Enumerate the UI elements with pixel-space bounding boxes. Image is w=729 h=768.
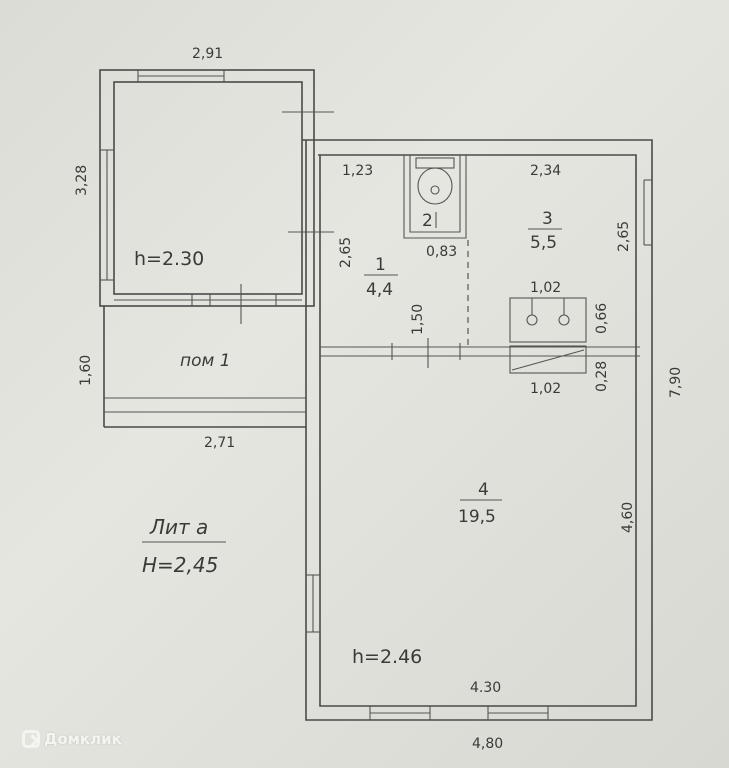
room-1-number: 1 <box>375 255 386 275</box>
veranda-walls <box>103 306 306 428</box>
dim-room3-side: 2,65 <box>616 221 632 252</box>
dim-room4-side: 4,60 <box>620 502 636 533</box>
room-1-label: 1 4,4 <box>364 255 398 300</box>
domclick-logo-icon <box>22 730 40 748</box>
dim-total-height: 7,90 <box>668 367 684 398</box>
room-2-number: 2 <box>422 211 433 231</box>
left-room-walls <box>99 69 334 324</box>
room-3-number: 3 <box>542 209 553 229</box>
lit-label: Лит а Н=2,45 <box>142 515 226 577</box>
dim-left-room-height: 3,28 <box>74 165 90 196</box>
left-room-height: h=2.30 <box>134 248 204 270</box>
dim-stove-side: 0,66 <box>594 303 610 334</box>
dim-top-left-width: 2,91 <box>192 46 223 62</box>
veranda-label: пом 1 <box>180 351 231 371</box>
dim-stove-gap: 0,28 <box>594 361 610 392</box>
dim-bathroom-width: 0,83 <box>426 244 457 260</box>
room-1-area: 4,4 <box>366 280 393 300</box>
room-4-number: 4 <box>478 480 489 500</box>
dim-veranda-height: 1,60 <box>78 355 94 386</box>
room-3-label: 3 5,5 <box>528 209 562 253</box>
room-4-label: 4 19,5 <box>458 480 502 527</box>
lit-height: Н=2,45 <box>142 553 218 577</box>
room4-height: h=2.46 <box>352 646 422 668</box>
dim-stove-top: 1,02 <box>530 280 561 296</box>
dim-total-width: 4,80 <box>472 736 503 752</box>
watermark-text: Домклик <box>44 730 122 748</box>
room-3-area: 5,5 <box>530 233 557 253</box>
dim-room1-top-width: 1,23 <box>342 163 373 179</box>
room-4-area: 19,5 <box>458 507 496 527</box>
dim-room3-top-width: 2,34 <box>530 163 561 179</box>
dim-stove-bottom: 1,02 <box>530 381 561 397</box>
lit-name: Лит а <box>149 515 208 539</box>
dim-room1-lower: 1,50 <box>410 304 426 335</box>
watermark: Домклик <box>22 730 122 748</box>
main-house-walls <box>302 139 653 721</box>
dim-room4-inner-width: 4.30 <box>470 680 501 696</box>
dim-veranda-width: 2,71 <box>204 435 235 451</box>
dim-room1-side: 2,65 <box>338 237 354 268</box>
